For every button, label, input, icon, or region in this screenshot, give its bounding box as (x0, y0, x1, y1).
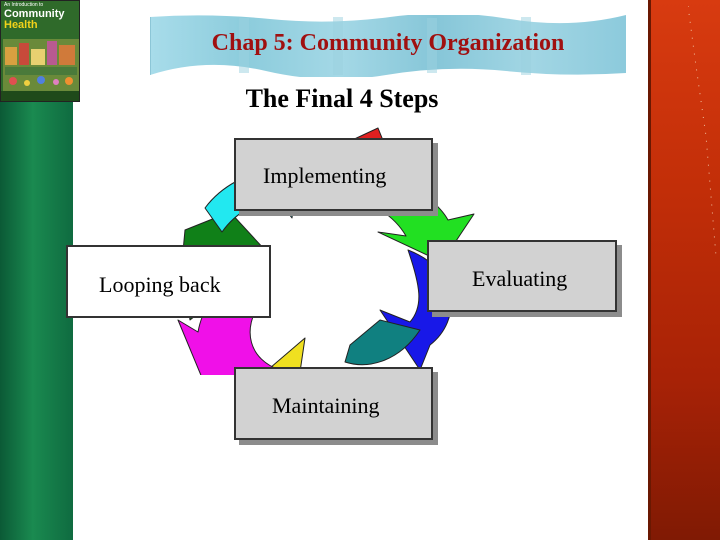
book-cover-title-line1: Community (4, 8, 65, 20)
dotted-line-decoration (688, 6, 717, 256)
right-bar-edge (648, 0, 651, 540)
step-box-looping-back: Looping back (66, 245, 271, 318)
book-cover-title-line2: Health (4, 19, 38, 31)
step-label-looping-back: Looping back (99, 272, 221, 297)
book-cover-title: An Introduction to Community Health (4, 3, 78, 31)
banner-title: Chap 5: Community Organization (211, 30, 565, 56)
book-cover-subtitle: An Introduction to (4, 2, 44, 8)
step-label-evaluating: Evaluating (472, 266, 568, 291)
book-cover-art (1, 1, 79, 101)
step-label-maintaining: Maintaining (272, 393, 380, 418)
step-label-implementing: Implementing (263, 163, 387, 188)
step-box-implementing: Implementing (234, 138, 433, 211)
step-box-evaluating: Evaluating (427, 240, 617, 312)
book-cover-image: An Introduction to Community Health (0, 0, 80, 102)
arrow-teal (344, 319, 421, 366)
title-banner (150, 15, 626, 77)
right-decorative-bar (648, 0, 720, 540)
slide-heading: The Final 4 Steps (245, 84, 439, 113)
step-box-maintaining: Maintaining (234, 367, 433, 440)
